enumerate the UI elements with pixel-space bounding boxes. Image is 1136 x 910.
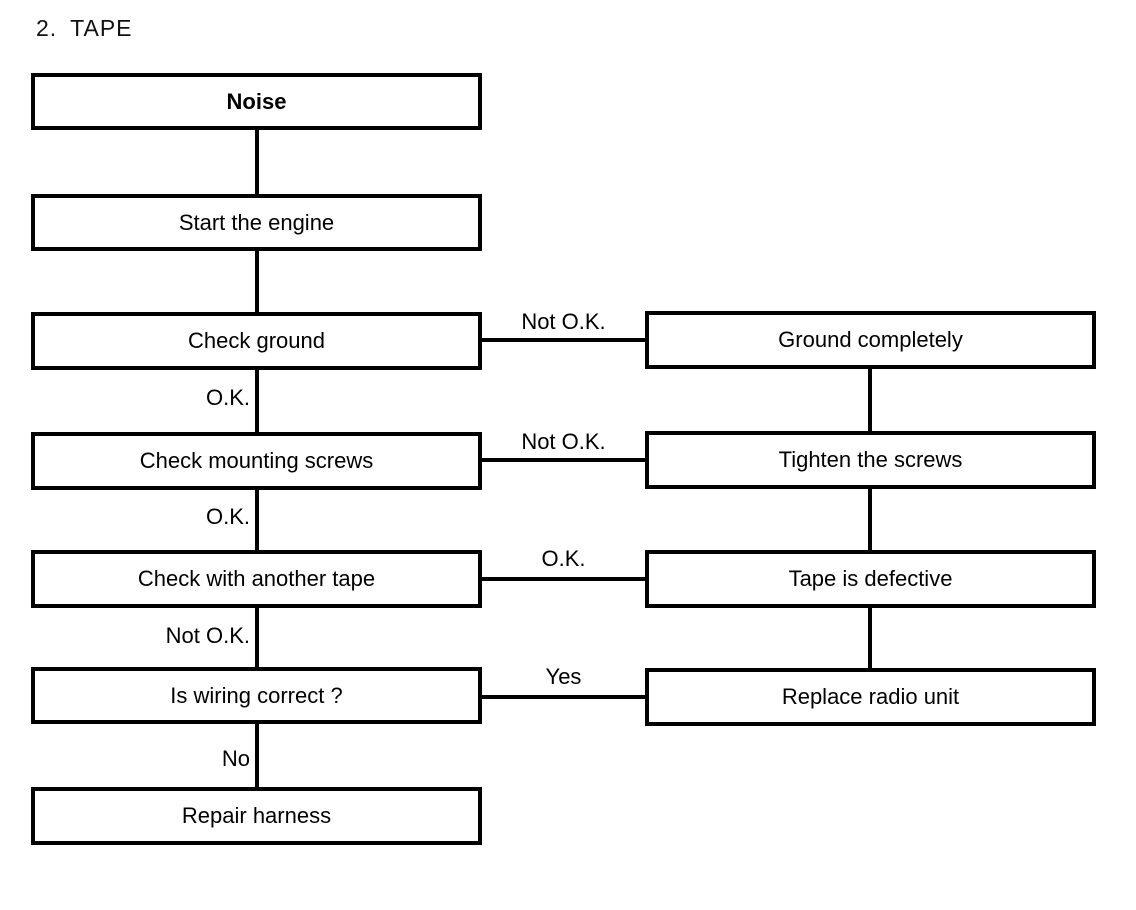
connector-tighten-to-defective bbox=[868, 489, 872, 550]
connector-tape-to-defective bbox=[482, 577, 645, 581]
connector-screws-to-tape bbox=[255, 490, 259, 550]
connector-screws-to-tighten bbox=[482, 458, 645, 462]
edge-label-not-ok-side-2: Not O.K. bbox=[521, 429, 606, 454]
edge-label-ok-1: O.K. bbox=[205, 385, 250, 410]
connector-wiring-to-replace bbox=[482, 695, 645, 699]
connector-groundcomp-to-tighten bbox=[868, 369, 872, 431]
connector-defective-to-replace bbox=[868, 608, 872, 668]
node-tighten-screws: Tighten the screws bbox=[645, 431, 1096, 489]
node-start-engine: Start the engine bbox=[31, 194, 482, 251]
edge-label-ok-side: O.K. bbox=[541, 546, 586, 571]
edge-label-ok-2: O.K. bbox=[205, 504, 250, 529]
node-check-mounting-screws: Check mounting screws bbox=[31, 432, 482, 490]
node-check-ground: Check ground bbox=[31, 312, 482, 370]
node-noise: Noise bbox=[31, 73, 482, 130]
node-ground-completely: Ground completely bbox=[645, 311, 1096, 369]
edge-label-no: No bbox=[221, 746, 250, 771]
connector-ground-to-screws bbox=[255, 370, 259, 432]
node-replace-radio-unit: Replace radio unit bbox=[645, 668, 1096, 726]
node-repair-harness: Repair harness bbox=[31, 787, 482, 845]
connector-noise-to-start bbox=[255, 130, 259, 194]
node-is-wiring-correct: Is wiring correct ? bbox=[31, 667, 482, 724]
node-check-another-tape: Check with another tape bbox=[31, 550, 482, 608]
connector-ground-to-groundcomp bbox=[482, 338, 645, 342]
edge-label-not-ok-3: Not O.K. bbox=[165, 623, 250, 648]
node-tape-defective: Tape is defective bbox=[645, 550, 1096, 608]
edge-label-yes: Yes bbox=[545, 664, 582, 689]
edge-label-not-ok-side-1: Not O.K. bbox=[521, 309, 606, 334]
connector-wiring-to-harness bbox=[255, 724, 259, 787]
connector-tape-to-wiring bbox=[255, 608, 259, 667]
page-title: 2. TAPE bbox=[36, 15, 133, 41]
connector-start-to-ground bbox=[255, 251, 259, 312]
